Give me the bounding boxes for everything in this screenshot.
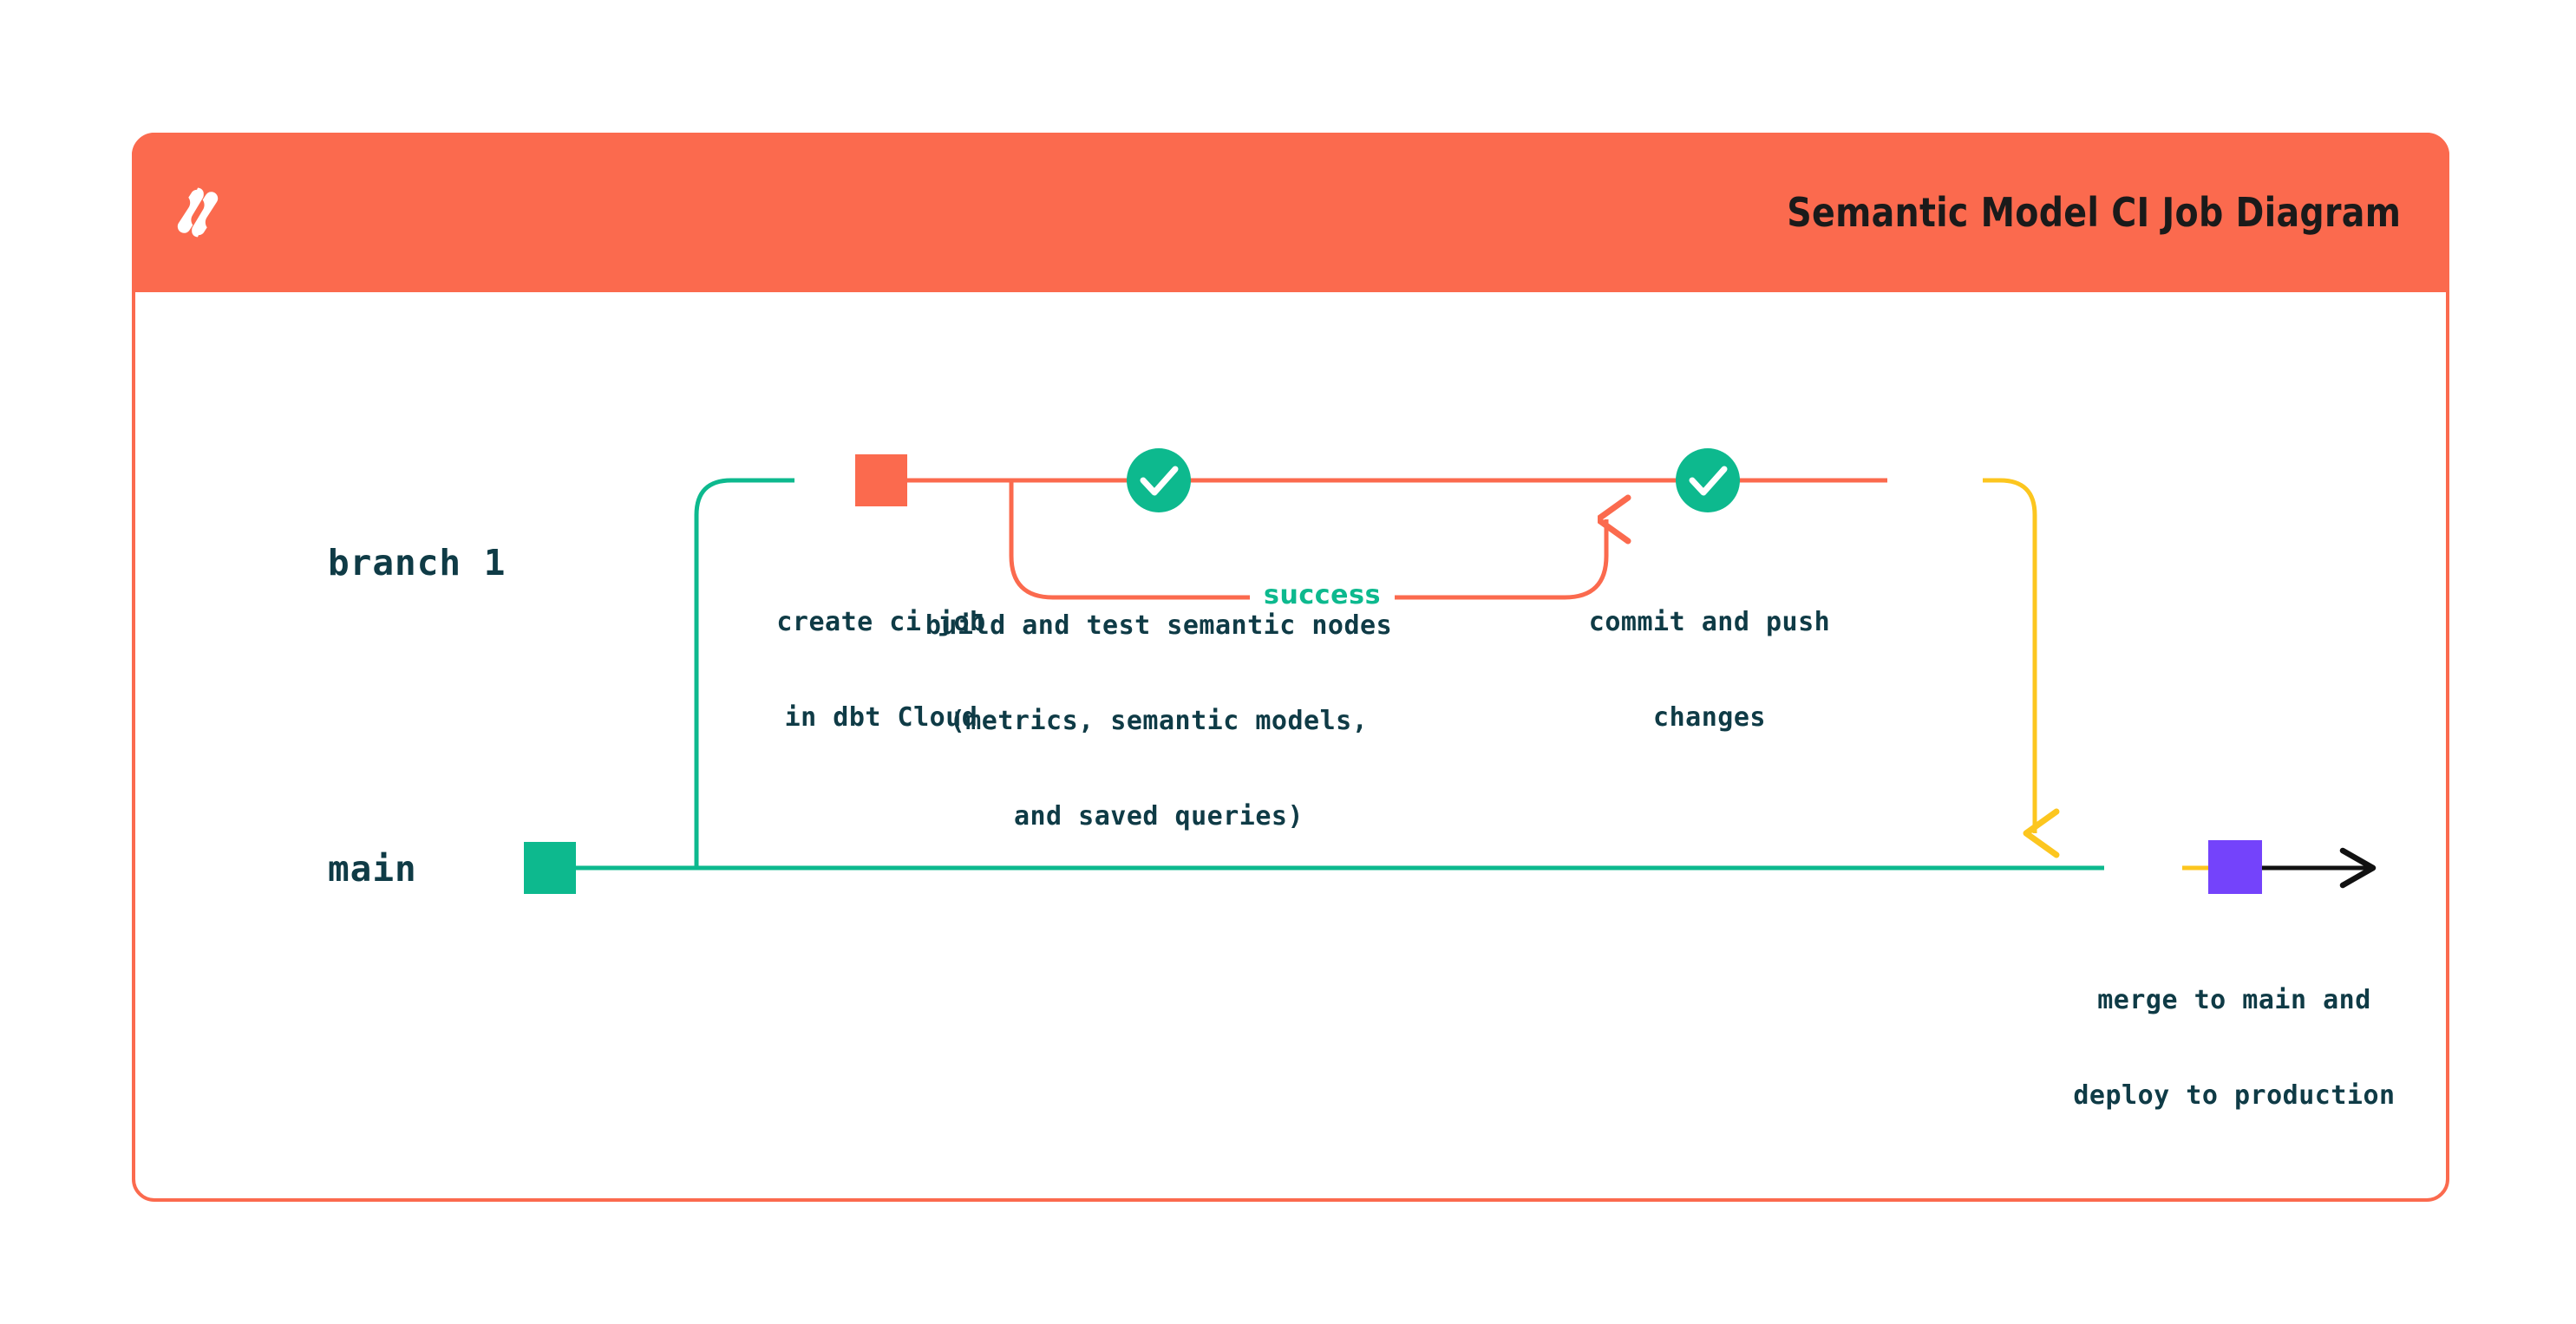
caption-line: (metrics, semantic models,	[949, 705, 1369, 736]
check-icon	[1689, 466, 1728, 496]
dbt-logo-icon	[163, 178, 232, 247]
caption-line: changes	[1653, 701, 1766, 733]
node-build-and-test[interactable]	[1127, 448, 1191, 512]
caption-line: merge to main and	[2097, 985, 2371, 1016]
branch-label-branch-1: branch 1	[328, 542, 507, 584]
merge-line-yellow	[1983, 478, 2060, 858]
caption-line: create ci job	[776, 607, 986, 638]
node-create-ci-job[interactable]	[855, 454, 907, 506]
caption-line: commit and push	[1588, 607, 1831, 638]
caption-line: build and test semantic nodes	[925, 610, 1393, 642]
diagram-canvas: branch 1 main create ci job in dbt Cloud…	[135, 296, 2446, 1202]
caption-line: and saved queries)	[1013, 800, 1304, 832]
caption-merge-to-main: merge to main and deploy to production	[1870, 922, 2576, 1176]
check-icon	[1140, 466, 1179, 496]
page-title: Semantic Model CI Job Diagram	[1787, 189, 2401, 236]
branch-label-main: main	[328, 848, 417, 890]
diagram-card: Semantic Model CI Job Diagram	[132, 133, 2449, 1202]
caption-create-ci-job: create ci job in dbt Cloud	[742, 544, 1020, 798]
caption-line: deploy to production	[2073, 1079, 2396, 1111]
caption-build-and-test: build and test semantic nodes (metrics, …	[890, 547, 1428, 897]
node-main-start[interactable]	[524, 842, 576, 894]
caption-line: in dbt Cloud	[784, 701, 978, 733]
node-merge-to-main[interactable]	[2208, 840, 2262, 894]
edge-label-success: success	[1250, 580, 1396, 610]
caption-commit-and-push: commit and push changes	[1545, 544, 1874, 798]
node-commit-and-push[interactable]	[1676, 448, 1740, 512]
card-header: Semantic Model CI Job Diagram	[132, 133, 2449, 292]
